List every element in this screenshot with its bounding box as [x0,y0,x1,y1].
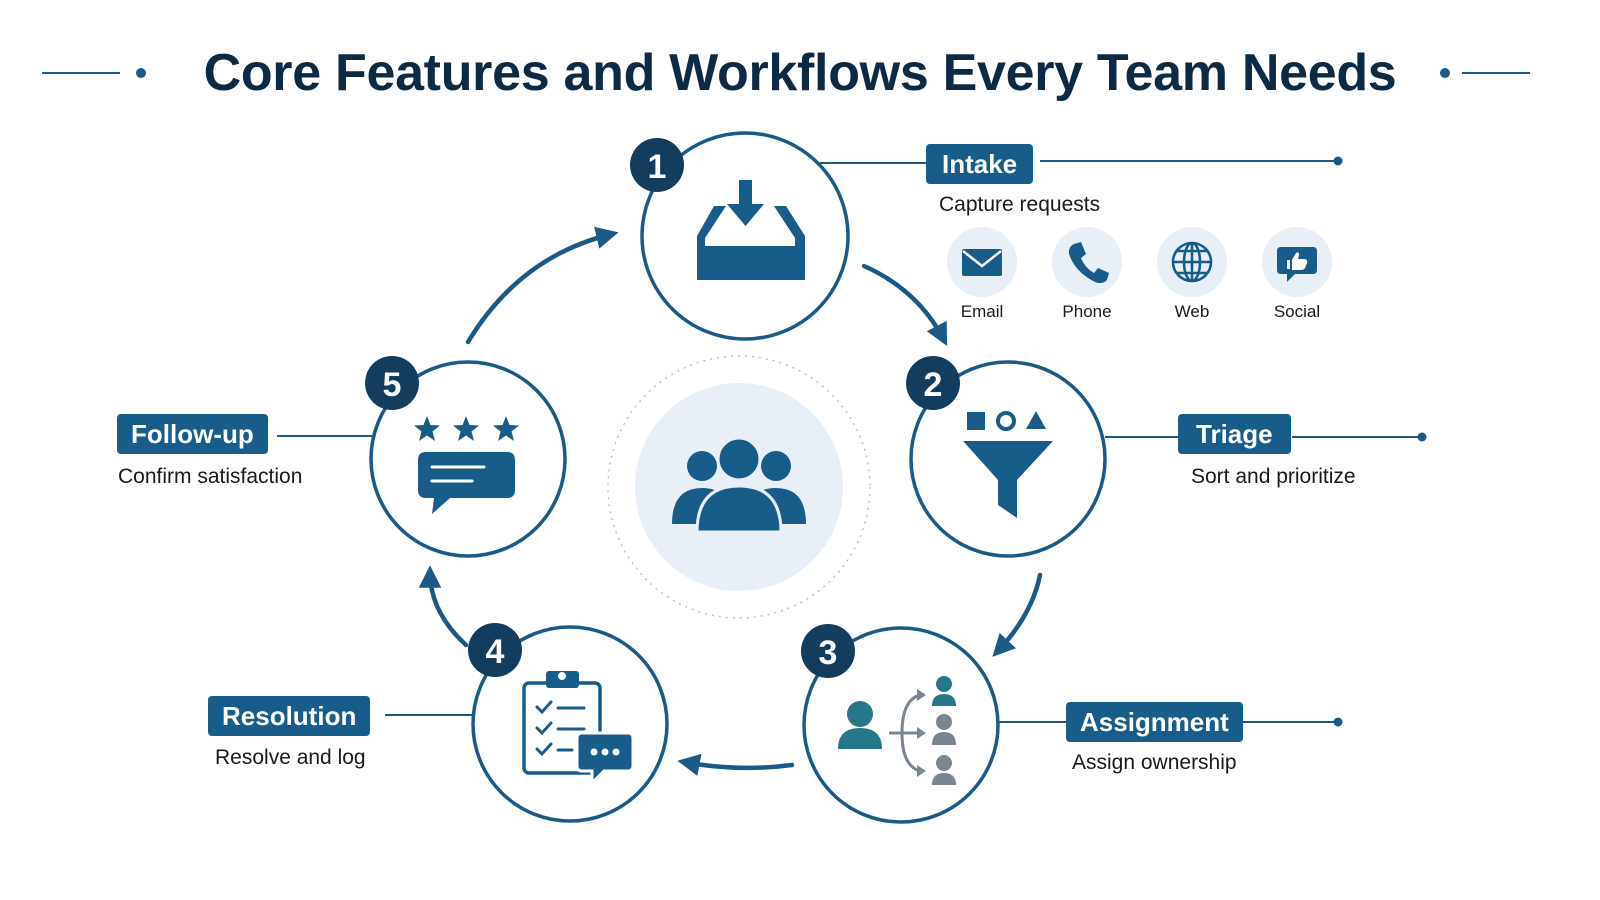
title-rule-right [1462,72,1530,74]
step-5-badge [365,356,419,410]
channel-phone-label: Phone [1062,302,1112,321]
step-2-badge [906,356,960,410]
label-followup: Follow-up [117,414,268,454]
subtitle-assignment: Assign ownership [1072,751,1237,774]
channel-web-label: Web [1174,302,1210,321]
arrow-5-to-1 [465,226,619,345]
label-resolution: Resolution [208,696,371,736]
intake-end-dot [1333,156,1343,166]
step-4-badge [468,623,522,677]
globe-icon [1171,241,1213,283]
arrow-1-to-2 [861,263,948,346]
arrow-4-to-5 [418,565,469,648]
rating-feedback-icon [414,416,519,514]
step-3-number: 3 [819,634,838,672]
channel-email-label: Email [960,302,1004,321]
title-rule-left [42,72,120,74]
step-2-triage: 2 [906,356,1107,558]
inbox-download-icon [697,180,805,280]
channel-phone-bg [1052,227,1122,297]
label-intake: Intake [926,144,1034,184]
label-triage: Triage [1178,414,1291,454]
envelope-icon [962,249,1002,276]
connector-end-dots [1333,156,1427,727]
funnel-shapes-icon [963,411,1053,518]
connector-lines [277,160,1422,723]
center-dotted-ring [607,355,871,619]
triage-end-dot [1417,432,1427,442]
step-4-number: 4 [486,633,505,671]
step-1-number: 1 [648,148,667,186]
step-5-followup: 5 [365,356,567,558]
step-2-number: 2 [924,366,943,404]
subtitle-intake: Capture requests [939,193,1101,216]
subtitle-resolution: Resolve and log [215,746,366,769]
channel-social-label: Social [1273,302,1321,321]
step-1-badge [630,138,684,192]
step-1-circle [640,131,850,341]
thumbs-up-chat-icon [1277,247,1317,282]
clipboard-checklist-icon [522,671,635,787]
subtitle-followup: Confirm satisfaction [118,465,303,488]
cycle-arrows [418,226,1043,776]
title-dot-right [1440,68,1450,78]
label-assignment: Assignment [1066,702,1243,742]
route-people-icon [838,676,956,785]
arrow-2-to-3 [992,572,1043,657]
title-dot-left [136,68,146,78]
step-3-assignment: 3 [801,624,1000,824]
center-hub [607,355,871,619]
step-5-number: 5 [383,366,402,404]
step-3-badge [801,624,855,678]
arrow-3-to-4 [677,753,795,776]
team-group-icon [672,436,806,534]
assignment-end-dot [1333,717,1343,727]
intake-channels [947,227,1332,297]
page-title: Core Features and Workflows Every Team N… [203,44,1397,102]
phone-icon [1068,242,1109,284]
subtitle-triage: Sort and prioritize [1191,465,1356,488]
step-1-intake: 1 [630,131,850,341]
step-4-resolution: 4 [468,623,669,823]
